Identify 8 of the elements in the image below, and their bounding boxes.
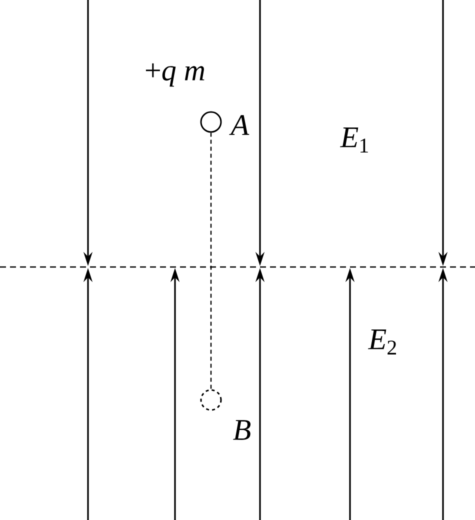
field-label: E$_{2}$ xyxy=(368,330,396,354)
particle-circle xyxy=(200,389,222,411)
point-label: B xyxy=(233,420,251,440)
field-label: E$_{1}$ xyxy=(340,128,368,152)
particle-circle xyxy=(200,111,222,133)
charge-label: +q m xyxy=(146,63,204,87)
path-line xyxy=(210,132,212,390)
point-label: A xyxy=(229,115,250,135)
